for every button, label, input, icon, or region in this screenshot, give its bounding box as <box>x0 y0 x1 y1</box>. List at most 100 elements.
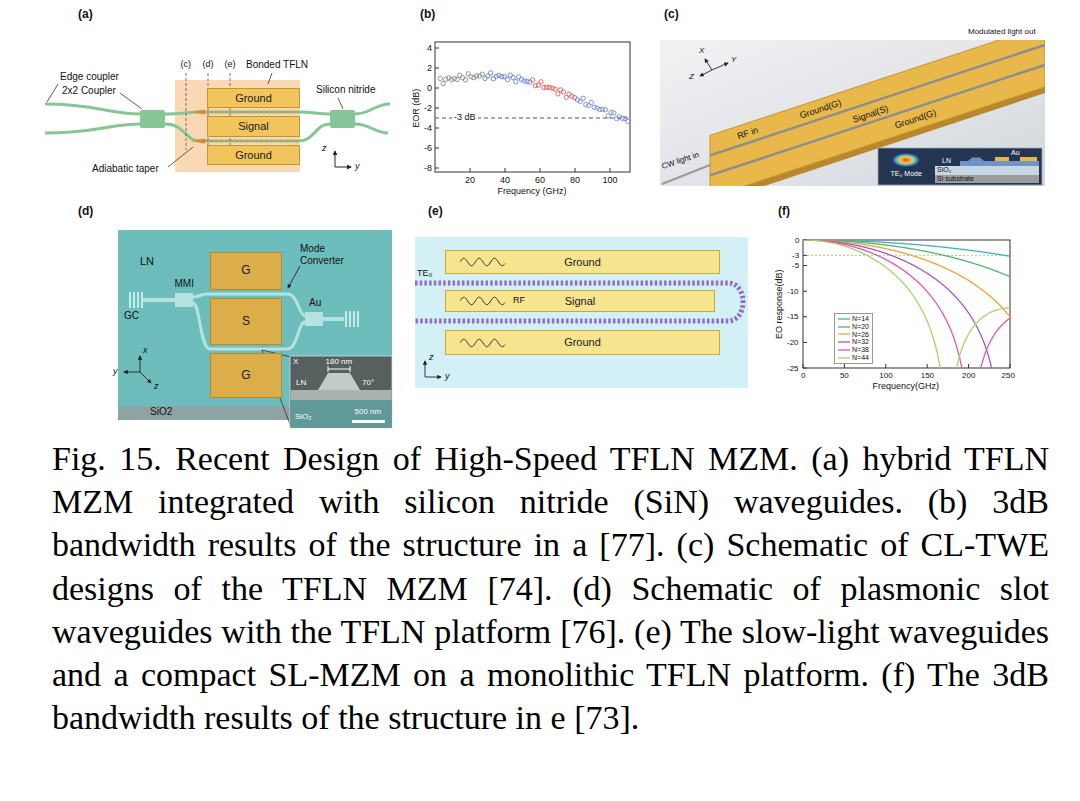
electrode-label: Signal <box>565 295 596 308</box>
legend-box: N=14N=20N=26N=32N=38N=44 <box>834 313 873 364</box>
data-point <box>511 75 515 79</box>
sem-sio2 <box>291 400 392 428</box>
section-line <box>208 73 209 150</box>
data-point <box>553 87 557 91</box>
legend-item: N=26 <box>838 331 869 339</box>
sio2-layer <box>935 166 1039 175</box>
te0-mode-profile <box>892 153 920 167</box>
axis-letter: y <box>445 371 450 381</box>
data-point <box>589 100 593 104</box>
tick-mark <box>435 108 439 109</box>
au-electrode <box>1020 157 1037 161</box>
legend-line <box>838 342 850 343</box>
electrode-label: Ground <box>564 256 601 269</box>
data-point <box>494 74 498 78</box>
electrode-label: Ground <box>564 336 601 349</box>
eo-response-curves <box>803 240 1010 368</box>
coupler-2x2 <box>330 110 355 128</box>
grating-coupler <box>346 311 358 327</box>
electrode-box: Ground <box>207 145 300 165</box>
tick-mark <box>968 364 969 368</box>
legend-item: N=32 <box>838 338 869 346</box>
data-point <box>441 81 445 85</box>
tick-mark <box>435 168 439 169</box>
tick-mark <box>803 265 807 266</box>
tick-label: -10 <box>787 287 799 296</box>
sem-inset <box>290 356 392 428</box>
grating-coupler <box>130 292 142 308</box>
mmi <box>305 312 323 326</box>
inset-label: Si substrate <box>937 175 974 183</box>
leader-arrow <box>288 266 300 288</box>
axis-arrow <box>335 167 351 168</box>
electrode-label: Ground <box>235 149 272 162</box>
legend-text: N=32 <box>852 338 869 346</box>
callout-label: Bonded TFLN <box>246 59 308 71</box>
tfln-arm <box>200 140 298 142</box>
tick-mark <box>803 255 807 256</box>
data-point <box>581 96 585 100</box>
inset-label: SiO₂ <box>295 412 311 421</box>
bonded-tfln-region <box>175 80 300 172</box>
electrode-label: S <box>242 315 250 329</box>
sin-waveguide <box>355 104 390 114</box>
tick-label: -25 <box>787 364 799 373</box>
tick-label: 200 <box>962 371 975 380</box>
sin-waveguide <box>45 104 140 114</box>
inset-label: Au <box>1011 149 1020 157</box>
legend-line-sample <box>838 331 850 337</box>
panel-background <box>415 237 748 388</box>
ln-chip-top <box>118 230 392 406</box>
tick-label: 50 <box>840 371 849 380</box>
data-point <box>483 76 487 80</box>
data-point <box>480 72 484 76</box>
tick-mark <box>435 148 439 149</box>
dimension-bar <box>328 366 350 372</box>
inset-label: LN <box>296 378 306 387</box>
axis-title: EOR (dB) <box>411 89 421 128</box>
sin-waveguide <box>355 124 388 133</box>
axis-letter: x <box>143 345 148 355</box>
reference-label: -3 dB <box>452 112 478 122</box>
data-point <box>556 92 560 96</box>
data-point <box>449 78 453 82</box>
eor-data-points <box>438 71 630 124</box>
inset-label: 70° <box>362 378 374 387</box>
axis-letter: y <box>113 366 118 376</box>
electrode-box: Ground <box>445 250 720 274</box>
tick-marks <box>803 240 1010 368</box>
leader-line <box>120 93 142 109</box>
tick-mark <box>803 364 804 368</box>
eo-response-curve <box>803 240 1010 368</box>
data-point <box>539 80 543 84</box>
panel-e-art <box>415 237 748 388</box>
axis-arrow <box>712 63 728 70</box>
tick-mark <box>435 48 439 49</box>
callout-label: 2x2 Coupler <box>62 85 116 97</box>
tick-label: 150 <box>921 371 934 380</box>
electrode-box: G <box>210 252 282 290</box>
figure-caption: Fig. 15. Recent Design of High-Speed TFL… <box>52 437 1049 739</box>
tick-label: -2 <box>424 103 432 113</box>
legend-text: N=26 <box>852 331 869 339</box>
axis-arrow <box>700 70 712 76</box>
callout-label: Mode Converter <box>300 243 358 266</box>
legend-line-sample <box>838 316 850 322</box>
section-marker: (d) <box>203 59 214 69</box>
legend-item: N=20 <box>838 323 869 331</box>
tick-label: 4 <box>427 43 432 53</box>
panel-label: (e) <box>428 205 443 219</box>
adiabatic-taper <box>190 110 205 115</box>
callout-label: Edge coupler <box>60 71 119 83</box>
legend-text: N=44 <box>852 354 869 362</box>
sine-wave <box>460 339 505 347</box>
sine-wave <box>460 297 505 305</box>
tick-mark <box>575 168 576 172</box>
tick-label: -6 <box>424 143 432 153</box>
plot-frame <box>435 42 630 172</box>
electrode-label: G <box>241 369 250 383</box>
leader-line <box>268 73 272 84</box>
callout-label: MMI <box>175 278 194 290</box>
tick-label: 250 <box>1002 371 1015 380</box>
tick-mark <box>505 168 506 172</box>
